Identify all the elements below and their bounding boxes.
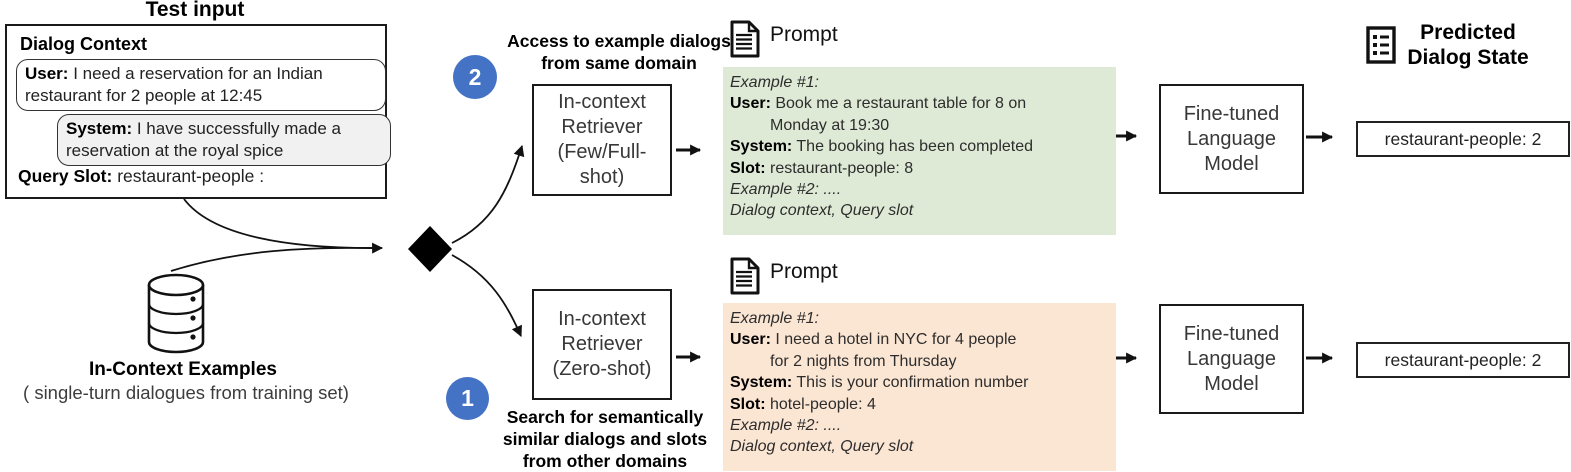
prompt-line-system: System: This is your confirmation number	[730, 374, 1029, 392]
user-label: User:	[25, 64, 69, 83]
arrow-db-to-merge	[170, 246, 375, 272]
same-domain-caption-line1: Access to example dialogs	[507, 31, 731, 51]
retriever-zeroshot-line1: In-context	[558, 308, 646, 330]
language-model-top-line1: Fine-tuned	[1183, 102, 1280, 125]
prompt-line-slot: Slot: restaurant-people: 8	[730, 159, 914, 177]
query-slot-line: Query Slot: restaurant-people :	[18, 166, 264, 187]
system-label: System:	[66, 119, 133, 138]
language-model-top-line3: Model	[1204, 152, 1259, 175]
prompt-line-example2: Example #2: ....	[730, 181, 842, 199]
language-model-top-line2: Language	[1187, 127, 1276, 150]
badge-step-2: 2	[453, 55, 497, 99]
user-turn-bubble: User: I need a reservation for an Indian…	[16, 59, 386, 111]
test-input-title: Test input	[145, 0, 245, 21]
database-icon	[147, 273, 205, 354]
prompt-header-bottom: Prompt	[770, 260, 838, 283]
predicted-state-title: Predicted Dialog State	[1393, 20, 1543, 70]
prompt-line-context: Dialog context, Query slot	[730, 438, 914, 456]
prompt-box-same-domain: Example #1: User: Book me a restaurant t…	[723, 67, 1116, 235]
dialog-context-label: Dialog Context	[20, 34, 148, 54]
examples-db-subtitle: ( single-turn dialogues from training se…	[23, 382, 349, 403]
checklist-icon	[1366, 26, 1396, 64]
output-state-bottom-box: restaurant-people: 2	[1356, 342, 1570, 378]
retriever-zeroshot-line3: (Zero-shot)	[552, 358, 652, 380]
badge-step-1: 1	[446, 377, 489, 420]
prompt-line-user-cont: for 2 nights from Thursday	[770, 352, 957, 370]
query-slot-label: Query Slot:	[18, 166, 113, 186]
query-slot-text: restaurant-people :	[112, 166, 265, 186]
other-domain-caption: Search for semantically similar dialogs …	[480, 406, 730, 472]
predicted-state-title-line1: Predicted	[1420, 21, 1516, 44]
output-state-bottom-value: restaurant-people: 2	[1384, 349, 1542, 370]
output-state-top-box: restaurant-people: 2	[1356, 121, 1570, 157]
arrow-merge-to-retriever-bottom	[451, 254, 522, 338]
output-state-top-value: restaurant-people: 2	[1384, 128, 1542, 149]
language-model-bottom-line1: Fine-tuned	[1183, 322, 1280, 345]
prompt-box-other-domain: Example #1: User: I need a hotel in NYC …	[723, 303, 1116, 471]
system-text: I have successfully made a reservation a…	[66, 119, 341, 160]
same-domain-caption: Access to example dialogs from same doma…	[495, 30, 743, 74]
same-domain-caption-line2: from same domain	[541, 53, 697, 73]
language-model-bottom-line3: Model	[1204, 372, 1259, 395]
user-text: I need a reservation for an Indian resta…	[25, 64, 323, 105]
prompt-header-top: Prompt	[770, 23, 838, 46]
prompt-line-user: User: Book me a restaurant table for 8 o…	[730, 95, 1027, 113]
prompt-line-example1: Example #1:	[730, 74, 819, 91]
retriever-fewshot-box: In-context Retriever (Few/Full- shot)	[532, 84, 672, 196]
other-domain-caption-line3: from other domains	[522, 451, 688, 471]
prompt-line-example1: Example #1:	[730, 310, 819, 327]
prompt-line-context: Dialog context, Query slot	[730, 202, 914, 220]
prompt-line-system: System: The booking has been completed	[730, 138, 1034, 156]
arrow-testinput-to-merge	[183, 198, 384, 254]
arrow-merge-to-retriever-top	[451, 144, 525, 244]
predicted-state-title-line2: Dialog State	[1407, 46, 1529, 69]
diamond-merge-icon	[408, 226, 452, 272]
examples-db-title: In-Context Examples	[89, 359, 277, 380]
retriever-fewshot-line4: shot)	[579, 166, 625, 188]
test-input-box: Dialog Context User: I need a reservatio…	[5, 24, 391, 199]
prompt-line-user-cont: Monday at 19:30	[770, 116, 890, 134]
language-model-bottom-box: Fine-tuned Language Model	[1159, 304, 1304, 414]
retriever-fewshot-line1: In-context	[558, 91, 646, 113]
other-domain-caption-line2: similar dialogs and slots	[502, 429, 708, 449]
document-icon	[730, 20, 760, 58]
retriever-fewshot-line3: (Few/Full-	[557, 141, 647, 163]
retriever-zeroshot-box: In-context Retriever (Zero-shot)	[532, 289, 672, 400]
retriever-zeroshot-line2: Retriever	[561, 333, 643, 355]
prompt-line-example2: Example #2: ....	[730, 417, 842, 435]
system-turn-bubble: System: I have successfully made a reser…	[57, 114, 391, 166]
prompt-line-slot: Slot: hotel-people: 4	[730, 395, 876, 413]
retriever-fewshot-line2: Retriever	[561, 116, 643, 138]
language-model-top-box: Fine-tuned Language Model	[1159, 84, 1304, 194]
document-icon	[730, 257, 760, 295]
language-model-bottom-line2: Language	[1187, 347, 1276, 370]
other-domain-caption-line1: Search for semantically	[506, 407, 704, 427]
prompt-line-user: User: I need a hotel in NYC for 4 people	[730, 331, 1017, 349]
